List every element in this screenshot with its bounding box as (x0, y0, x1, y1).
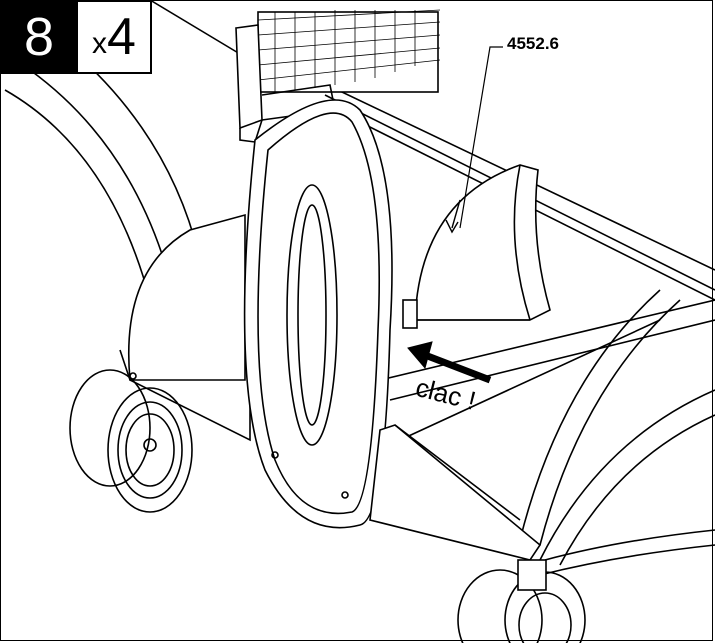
wheel-left (69, 369, 193, 513)
quantity-value: 4 (107, 8, 136, 66)
step-number: 8 (23, 7, 55, 67)
central-oval-support (243, 99, 393, 529)
net-post (235, 24, 336, 143)
quantity-prefix: x (92, 27, 108, 60)
corner-piece-4552-6 (402, 164, 551, 329)
step-number-badge: 8 (0, 0, 78, 74)
push-arrow-icon (407, 341, 492, 384)
part-number-label: 4552.6 (507, 34, 559, 53)
lower-support-arm (369, 424, 542, 561)
left-corner-cover (119, 213, 251, 442)
crossbar (379, 299, 715, 441)
quantity-badge: x 4 (78, 0, 152, 74)
net (257, 9, 441, 93)
wheel-right (457, 559, 586, 643)
frame-legs-right (519, 289, 715, 576)
part-leader-line (459, 46, 503, 229)
